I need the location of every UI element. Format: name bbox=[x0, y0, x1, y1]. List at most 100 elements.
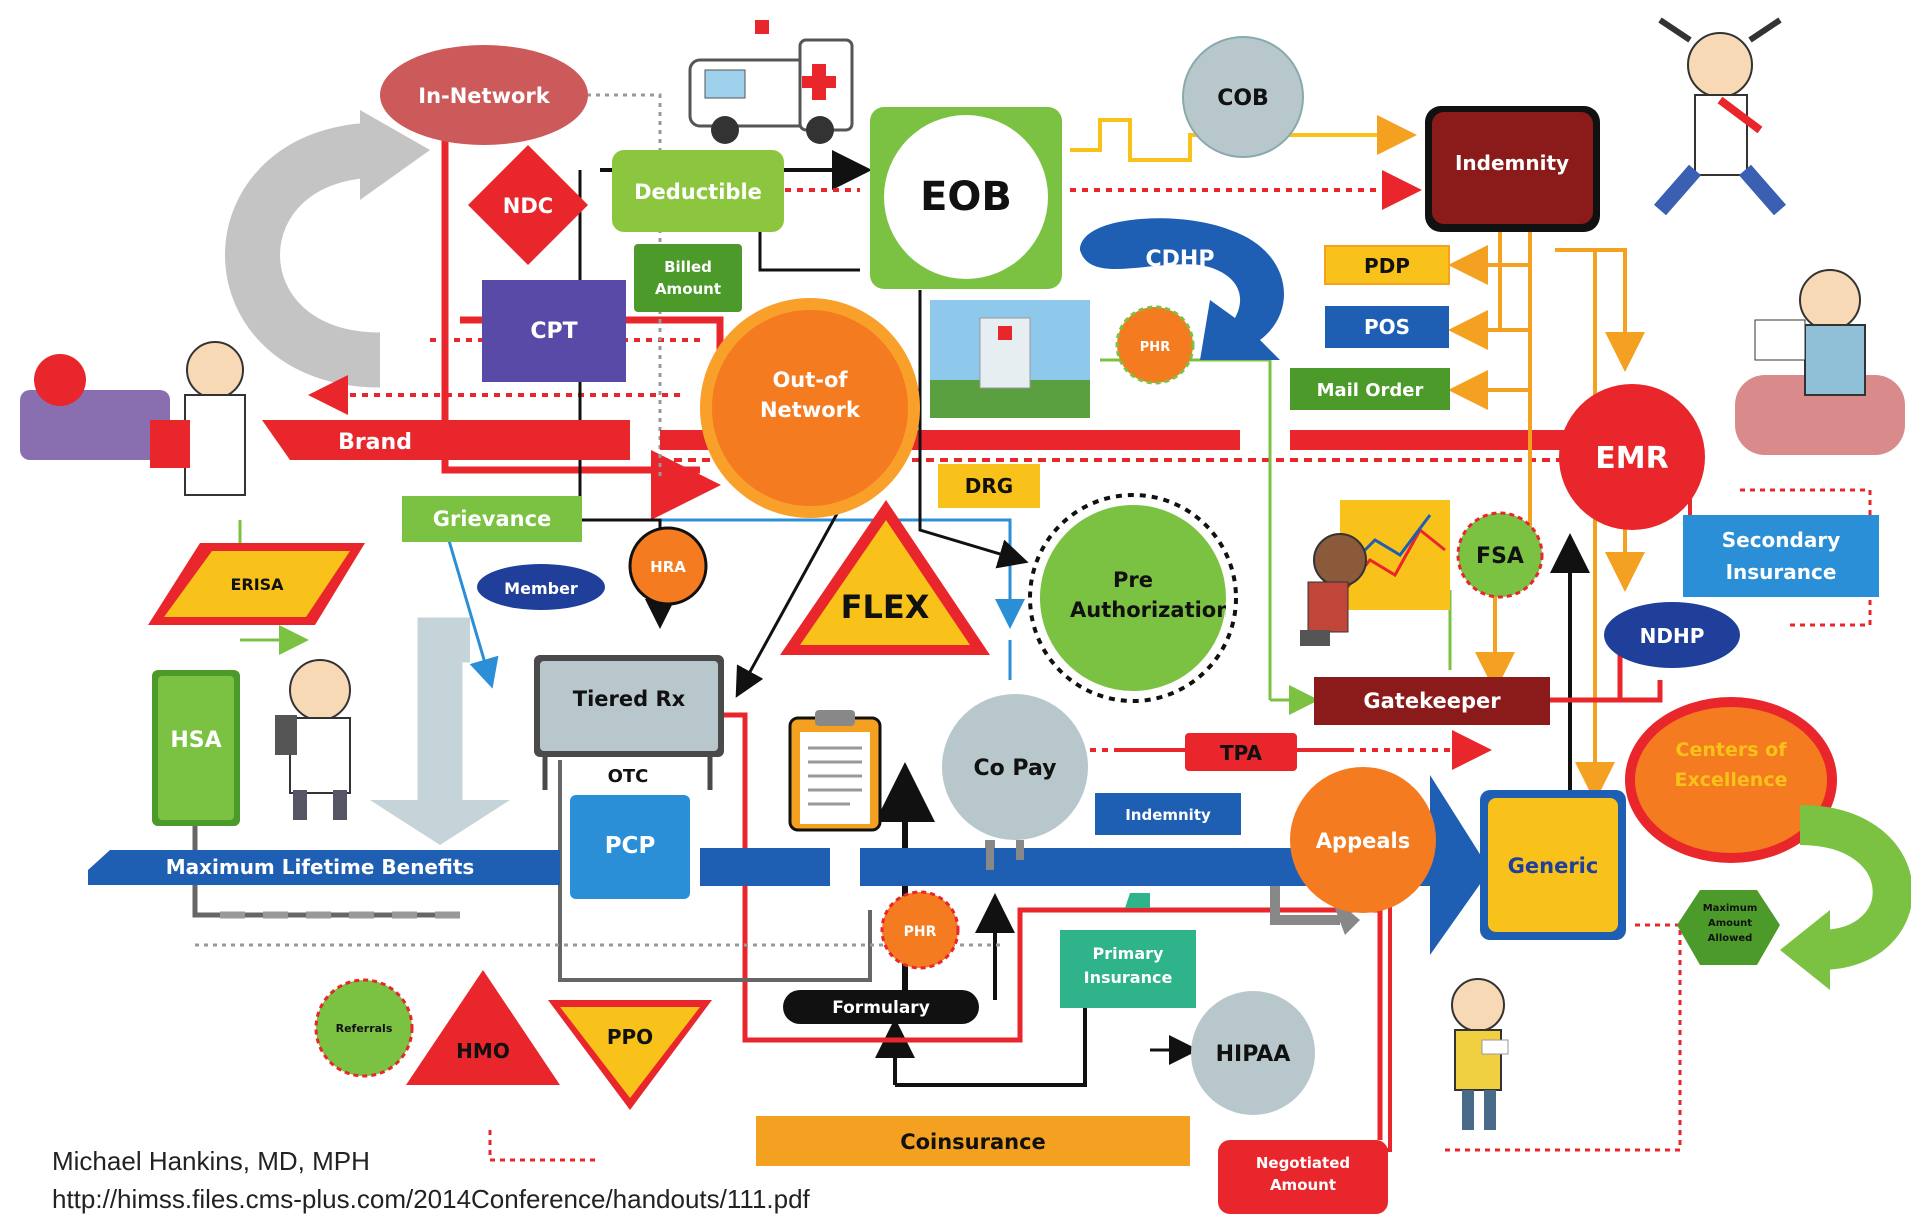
phr-top-node: PHR bbox=[1115, 305, 1195, 385]
negotiated-amount-node: Negotiated Amount bbox=[1218, 1140, 1388, 1214]
member-node: Member bbox=[477, 564, 605, 610]
hsa-label: HSA bbox=[170, 728, 221, 753]
source-url: http://himss.files.cms-plus.com/2014Conf… bbox=[52, 1184, 811, 1214]
drg-label: DRG bbox=[965, 474, 1013, 498]
hsa-node: HSA bbox=[152, 670, 240, 826]
mail-order-label: Mail Order bbox=[1317, 380, 1424, 401]
grievance-label: Grievance bbox=[433, 507, 552, 531]
hospital-image bbox=[930, 300, 1090, 418]
pcp-label: PCP bbox=[605, 833, 656, 859]
generic-label: Generic bbox=[1508, 854, 1599, 878]
in-network-label: In-Network bbox=[418, 84, 551, 108]
hra-node: HRA bbox=[628, 526, 708, 606]
indemnity-top-node: Indemnity bbox=[1425, 106, 1600, 232]
angry-man-image bbox=[1300, 533, 1367, 646]
formulary-node: Formulary bbox=[783, 990, 979, 1024]
ndc-label: NDC bbox=[503, 194, 553, 218]
phr-bottom-label: PHR bbox=[904, 924, 937, 940]
cdhp-node: CDHP bbox=[1080, 218, 1284, 360]
stressed-man-image bbox=[1653, 17, 1787, 216]
mail-order-node: Mail Order bbox=[1290, 368, 1450, 410]
fsa-label: FSA bbox=[1476, 544, 1524, 569]
coinsurance-node: Coinsurance bbox=[756, 1116, 1190, 1166]
grievance-node: Grievance bbox=[402, 496, 582, 542]
otc-label: OTC bbox=[608, 766, 649, 787]
sick-patient-image bbox=[1735, 269, 1905, 455]
pcp-node: PCP bbox=[570, 795, 690, 899]
emr-label: EMR bbox=[1595, 441, 1668, 476]
phr-bottom-node: PHR bbox=[880, 890, 960, 970]
copay-node: Co Pay bbox=[942, 694, 1088, 870]
maximum-lifetime-benefits-label: Maximum Lifetime Benefits bbox=[166, 855, 475, 879]
gatekeeper-label: Gatekeeper bbox=[1363, 689, 1501, 713]
hipaa-label: HIPAA bbox=[1216, 1042, 1291, 1067]
negotiated-amount-label: Negotiated Amount bbox=[1255, 1154, 1351, 1194]
out-of-network-label: Out-of Network bbox=[759, 368, 860, 422]
secondary-insurance-node: Secondary Insurance bbox=[1683, 515, 1879, 597]
cob-node: COB bbox=[1182, 36, 1304, 158]
cdhp-label: CDHP bbox=[1146, 247, 1215, 272]
tpa-node: TPA bbox=[1185, 733, 1297, 771]
primary-insurance-label: Primary Insurance bbox=[1083, 944, 1173, 987]
appeals-label: Appeals bbox=[1316, 829, 1410, 853]
maximum-amount-allowed-label: Maximum Amount Allowed bbox=[1702, 903, 1758, 944]
brand-label: Brand bbox=[338, 430, 412, 455]
flex-label: FLEX bbox=[841, 588, 930, 626]
referrals-node: Referrals bbox=[314, 978, 414, 1078]
hipaa-node: HIPAA bbox=[1191, 991, 1315, 1115]
out-of-network-node: Out-of Network bbox=[700, 298, 920, 518]
pre-authorization-node: Pre Authorization bbox=[1028, 493, 1238, 703]
eob-label: EOB bbox=[920, 174, 1012, 220]
appeals-node: Appeals bbox=[1290, 767, 1436, 913]
ndhp-node: NDHP bbox=[1604, 602, 1740, 668]
indemnity-mid-label: Indemnity bbox=[1125, 806, 1211, 824]
cpt-node: CPT bbox=[482, 280, 626, 382]
referrals-label: Referrals bbox=[336, 1022, 393, 1035]
flex-node: FLEX bbox=[780, 500, 990, 655]
cob-label: COB bbox=[1217, 86, 1269, 111]
eob-node: EOB bbox=[870, 107, 1062, 289]
doctor-patient-image bbox=[20, 341, 246, 496]
green-curve-arrow bbox=[1780, 805, 1911, 990]
author-credit: Michael Hankins, MD, MPH bbox=[52, 1146, 370, 1176]
phr-top-label: PHR bbox=[1140, 340, 1170, 355]
billed-amount-node: Billed Amount bbox=[634, 244, 742, 312]
gatekeeper-node: Gatekeeper bbox=[1314, 677, 1550, 725]
centers-of-excellence-node: Centers of Excellence bbox=[1625, 697, 1837, 863]
pre-authorization-label: Pre Authorization bbox=[1070, 568, 1226, 622]
centers-of-excellence-label: Centers of Excellence bbox=[1674, 739, 1788, 791]
old-man-image bbox=[275, 659, 351, 820]
pdp-label: PDP bbox=[1364, 254, 1410, 278]
pos-node: POS bbox=[1325, 306, 1449, 348]
coinsurance-label: Coinsurance bbox=[900, 1130, 1046, 1154]
ppo-node: PPO bbox=[548, 1000, 712, 1110]
emr-node: EMR bbox=[1559, 384, 1705, 530]
hmo-label: HMO bbox=[456, 1039, 510, 1063]
primary-insurance-node: Primary Insurance bbox=[1060, 893, 1196, 1008]
copay-label: Co Pay bbox=[974, 756, 1057, 781]
clipboard-image bbox=[788, 710, 882, 832]
injured-boy-image bbox=[1451, 978, 1509, 1130]
ndhp-label: NDHP bbox=[1640, 624, 1705, 648]
indemnity-top-label: Indemnity bbox=[1455, 151, 1569, 175]
brand-band: Brand bbox=[262, 420, 630, 460]
drg-node: DRG bbox=[938, 464, 1040, 508]
indemnity-mid-node: Indemnity bbox=[1095, 793, 1241, 835]
pdp-node: PDP bbox=[1324, 245, 1450, 285]
generic-node: Generic bbox=[1480, 790, 1626, 940]
ppo-label: PPO bbox=[607, 1025, 653, 1049]
hra-label: HRA bbox=[650, 558, 686, 576]
erisa-label: ERISA bbox=[230, 575, 284, 594]
tiered-rx-node: Tiered Rx bbox=[534, 655, 724, 790]
in-network-node: In-Network bbox=[380, 45, 588, 145]
fsa-node: FSA bbox=[1456, 511, 1544, 599]
deductible-label: Deductible bbox=[634, 180, 762, 204]
member-label: Member bbox=[504, 579, 578, 598]
tiered-rx-label: Tiered Rx bbox=[573, 687, 686, 711]
formulary-label: Formulary bbox=[832, 998, 930, 1018]
ambulance-image bbox=[688, 20, 854, 144]
maximum-amount-allowed-node: Maximum Amount Allowed bbox=[1677, 890, 1780, 965]
billed-amount-label: Billed Amount bbox=[654, 258, 722, 298]
tpa-label: TPA bbox=[1220, 741, 1262, 765]
